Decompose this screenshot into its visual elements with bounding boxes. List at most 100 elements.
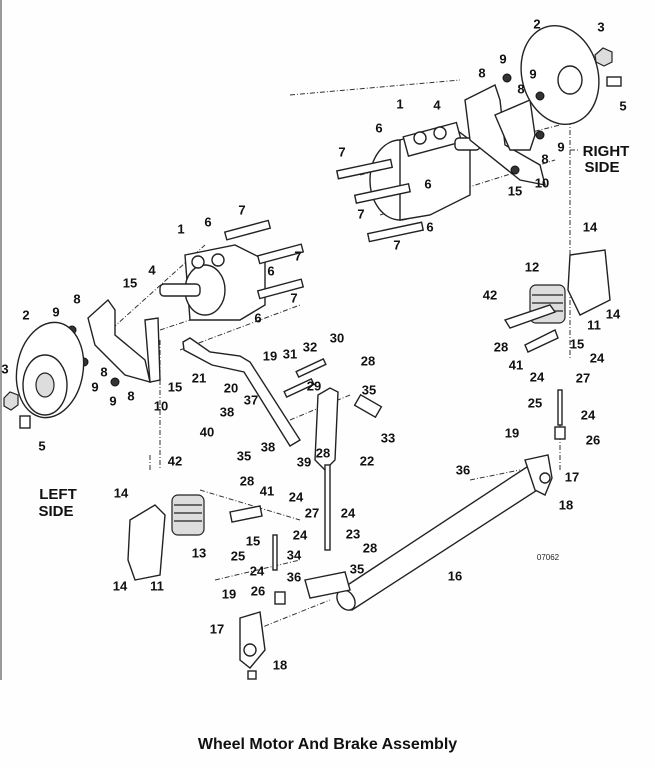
callout-33: 33 <box>381 430 395 445</box>
callout-6: 6 <box>267 263 274 278</box>
callout-39: 39 <box>297 454 311 469</box>
left-brackets <box>67 298 161 387</box>
callout-27: 27 <box>305 505 319 520</box>
callout-28: 28 <box>240 473 254 488</box>
callout-14: 14 <box>583 219 598 234</box>
callout-3: 3 <box>597 19 604 34</box>
callout-4: 4 <box>148 262 156 277</box>
callout-35: 35 <box>237 448 251 463</box>
callout-23: 23 <box>346 526 360 541</box>
left-brake-assembly <box>127 494 286 605</box>
callout-1: 1 <box>177 221 184 236</box>
callout-7: 7 <box>393 237 400 252</box>
right-brake-assembly <box>503 249 611 440</box>
callout-6: 6 <box>375 120 382 135</box>
callout-7: 7 <box>290 290 297 305</box>
callout-18: 18 <box>273 657 287 672</box>
callout-6: 6 <box>426 219 433 234</box>
right-brake-disc <box>502 25 622 140</box>
callout-31: 31 <box>283 346 297 361</box>
callout-32: 32 <box>303 339 317 354</box>
callout-34: 34 <box>287 547 302 562</box>
left-bolts <box>223 219 305 300</box>
right-side-label: RIGHT SIDE <box>583 143 630 176</box>
callout-7: 7 <box>238 202 245 217</box>
callout-16: 16 <box>448 568 462 583</box>
callout-8: 8 <box>541 151 548 166</box>
callout-24: 24 <box>590 350 605 365</box>
callout-9: 9 <box>499 51 506 66</box>
callout-15: 15 <box>123 275 137 290</box>
callout-17: 17 <box>565 469 579 484</box>
left-side-line-1: LEFT <box>39 486 77 503</box>
callout-24: 24 <box>341 505 356 520</box>
callout-37: 37 <box>244 392 258 407</box>
callout-19: 19 <box>263 348 277 363</box>
callout-10: 10 <box>154 398 168 413</box>
callout-2: 2 <box>22 307 29 322</box>
callout-41: 41 <box>260 483 274 498</box>
callout-19: 19 <box>505 425 519 440</box>
callout-19: 19 <box>222 586 236 601</box>
callout-26: 26 <box>251 583 265 598</box>
callout-24: 24 <box>289 489 304 504</box>
callout-9: 9 <box>109 393 116 408</box>
callout-2: 2 <box>533 16 540 31</box>
callout-8: 8 <box>478 65 485 80</box>
callout-15: 15 <box>508 183 522 198</box>
callout-5: 5 <box>619 98 626 113</box>
left-side-label: LEFT SIDE <box>38 486 76 520</box>
callout-27: 27 <box>576 370 590 385</box>
callout-12: 12 <box>525 259 539 274</box>
callout-11: 11 <box>150 578 164 593</box>
callout-17: 17 <box>210 621 224 636</box>
callout-40: 40 <box>200 424 214 439</box>
right-wheel-motor <box>369 121 481 221</box>
callout-42: 42 <box>168 453 182 468</box>
left-side-line-2: SIDE <box>38 503 73 520</box>
callout-10: 10 <box>535 175 549 190</box>
callout-7: 7 <box>338 144 345 159</box>
callout-7: 7 <box>357 206 364 221</box>
right-side-line-2: SIDE <box>584 159 619 176</box>
callout-5: 5 <box>38 438 45 453</box>
callout-36: 36 <box>456 462 470 477</box>
callout-4: 4 <box>433 97 441 112</box>
callout-36: 36 <box>287 569 301 584</box>
left-brake-disc <box>3 321 85 429</box>
callout-15: 15 <box>570 336 584 351</box>
callout-38: 38 <box>220 404 234 419</box>
brake-linkage <box>182 337 383 551</box>
callout-35: 35 <box>362 382 376 397</box>
callout-30: 30 <box>330 330 344 345</box>
callout-21: 21 <box>192 370 206 385</box>
callout-28: 28 <box>494 339 508 354</box>
callout-3: 3 <box>1 361 8 376</box>
callout-9: 9 <box>52 304 59 319</box>
callout-24: 24 <box>250 563 265 578</box>
callout-28: 28 <box>316 445 330 460</box>
callout-13: 13 <box>192 545 206 560</box>
callout-6: 6 <box>254 310 261 325</box>
callout-8: 8 <box>73 291 80 306</box>
callout-14: 14 <box>606 306 621 321</box>
callout-14: 14 <box>114 485 129 500</box>
callout-9: 9 <box>529 66 536 81</box>
left-wheel-motor <box>159 244 266 321</box>
callout-24: 24 <box>293 527 308 542</box>
callout-25: 25 <box>528 395 542 410</box>
callout-35: 35 <box>350 561 364 576</box>
right-brackets <box>464 84 546 186</box>
callout-1: 1 <box>396 96 403 111</box>
callout-7: 7 <box>294 248 301 263</box>
callout-38: 38 <box>261 439 275 454</box>
callout-25: 25 <box>231 548 245 563</box>
figure-caption: Wheel Motor And Brake Assembly <box>197 736 458 753</box>
callout-26: 26 <box>586 432 600 447</box>
callout-8: 8 <box>100 364 107 379</box>
right-side-line-1: RIGHT <box>583 143 630 160</box>
callout-9: 9 <box>91 379 98 394</box>
callout-15: 15 <box>168 379 182 394</box>
callout-20: 20 <box>224 380 238 395</box>
callout-8: 8 <box>517 81 524 96</box>
